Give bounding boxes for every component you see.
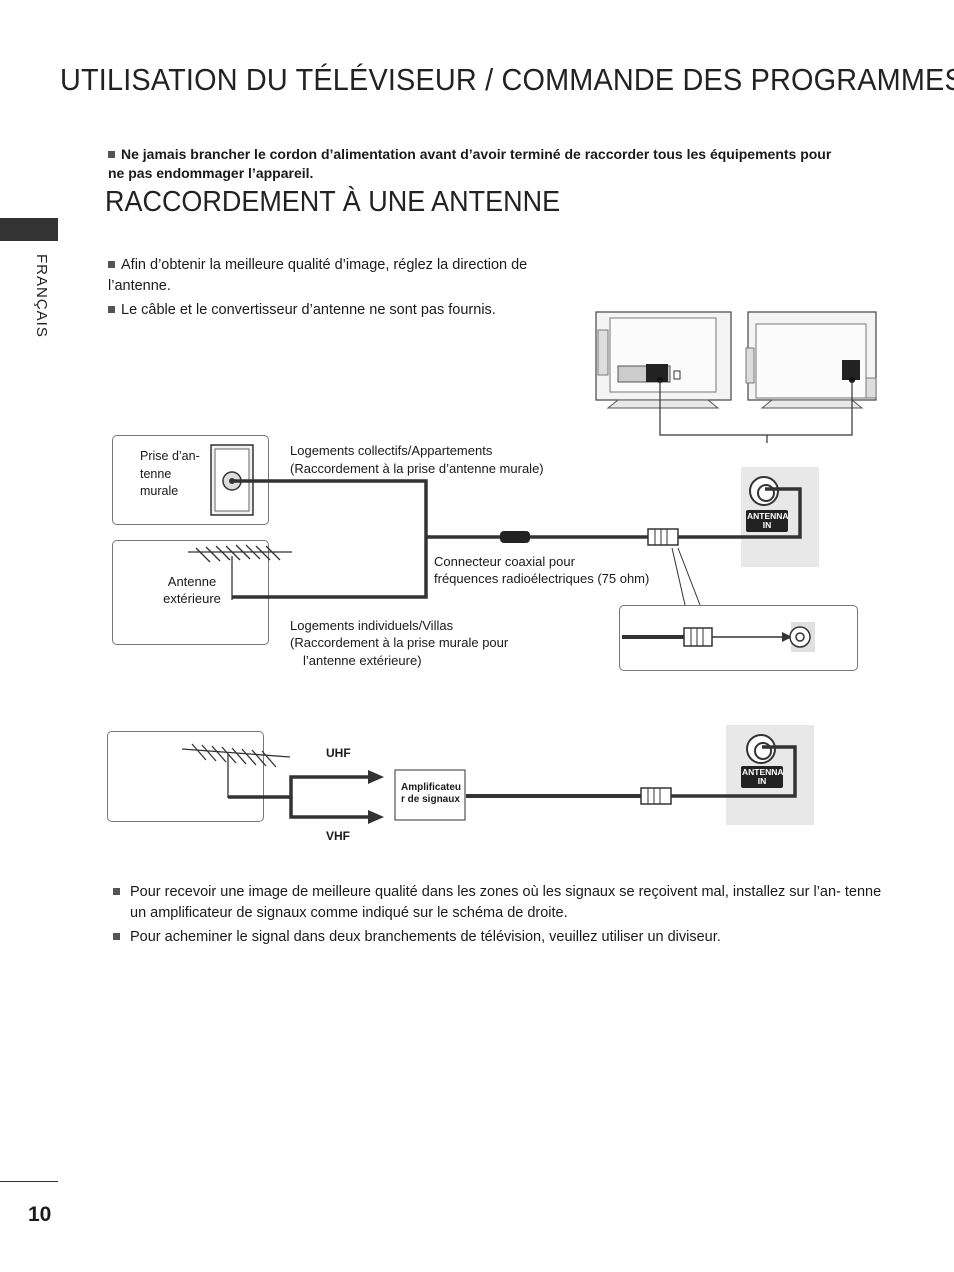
footer-rule <box>0 1181 58 1182</box>
amplifier-wiring-diagram <box>181 743 797 824</box>
coax-plug-2-icon <box>640 787 672 805</box>
individual-housing-sub-2: l’antenne extérieure) <box>303 653 422 668</box>
tv-rear-right-icon <box>745 311 877 409</box>
antenna-wiring-diagram <box>188 444 815 652</box>
bullet-icon <box>108 261 115 268</box>
language-tab <box>0 218 58 241</box>
coax-connector-label-1: Connecteur coaxial pour <box>434 554 575 569</box>
intro-note-1: Afin d’obtenir la meilleure qualité d’im… <box>108 257 528 294</box>
collective-housing-label: Logements collectifs/Appartements <box>290 443 493 458</box>
warning-note: Ne jamais brancher le cordon d’alimentat… <box>108 145 848 183</box>
tv-rear-views <box>595 311 877 443</box>
individual-housing-label: Logements individuels/Villas <box>290 618 454 633</box>
collective-housing-sub: (Raccordement à la prise d’antenne mural… <box>290 461 544 476</box>
coax-plug-detail-icon <box>683 627 713 647</box>
bullet-icon <box>113 888 120 895</box>
uhf-label: UHF <box>326 746 351 760</box>
vhf-label: VHF <box>326 829 350 843</box>
bottom-note-1: Pour recevoir une image de meilleure qua… <box>113 882 890 924</box>
amp-antenna-box <box>107 731 264 822</box>
bullet-icon <box>108 306 115 313</box>
tv-rear-left-icon <box>595 311 732 409</box>
individual-housing-sub-1: (Raccordement à la prise murale pour <box>290 635 509 650</box>
amp-antenna-icon <box>181 743 291 798</box>
warning-text: Ne jamais brancher le cordon d’alimentat… <box>108 146 832 181</box>
antenna-in-2-label: ANTENNA IN <box>741 766 784 788</box>
antenna-jack-2-icon <box>746 734 776 764</box>
language-label: FRANÇAIS <box>33 254 50 338</box>
intro-note-2: Le câble et le convertisseur d’antenne n… <box>108 300 568 321</box>
antenna-jack-icon <box>749 476 779 506</box>
outdoor-antenna-icon <box>188 544 292 600</box>
bullet-icon <box>113 933 120 940</box>
section-title: RACCORDEMENT À UNE ANTENNE <box>105 186 561 218</box>
page-header-title: UTILISATION DU TÉLÉVISEUR / COMMANDE DES… <box>60 62 954 97</box>
bottom-note-2: Pour acheminer le signal dans deux branc… <box>113 927 873 948</box>
page-number: 10 <box>28 1203 52 1226</box>
outdoor-antenna-label: Antenne extérieure <box>163 574 221 606</box>
wall-outlet-label: Prise d’an- tenne murale <box>140 449 200 498</box>
amplifier-label: Amplificateu r de signaux <box>401 782 462 805</box>
bullet-icon <box>108 151 115 158</box>
coax-connector-label-2: fréquences radioélectriques (75 ohm) <box>434 571 650 586</box>
antenna-in-label: ANTENNA IN <box>746 510 789 532</box>
outdoor-antenna-box <box>112 540 269 645</box>
coax-plug-icon <box>647 528 679 546</box>
